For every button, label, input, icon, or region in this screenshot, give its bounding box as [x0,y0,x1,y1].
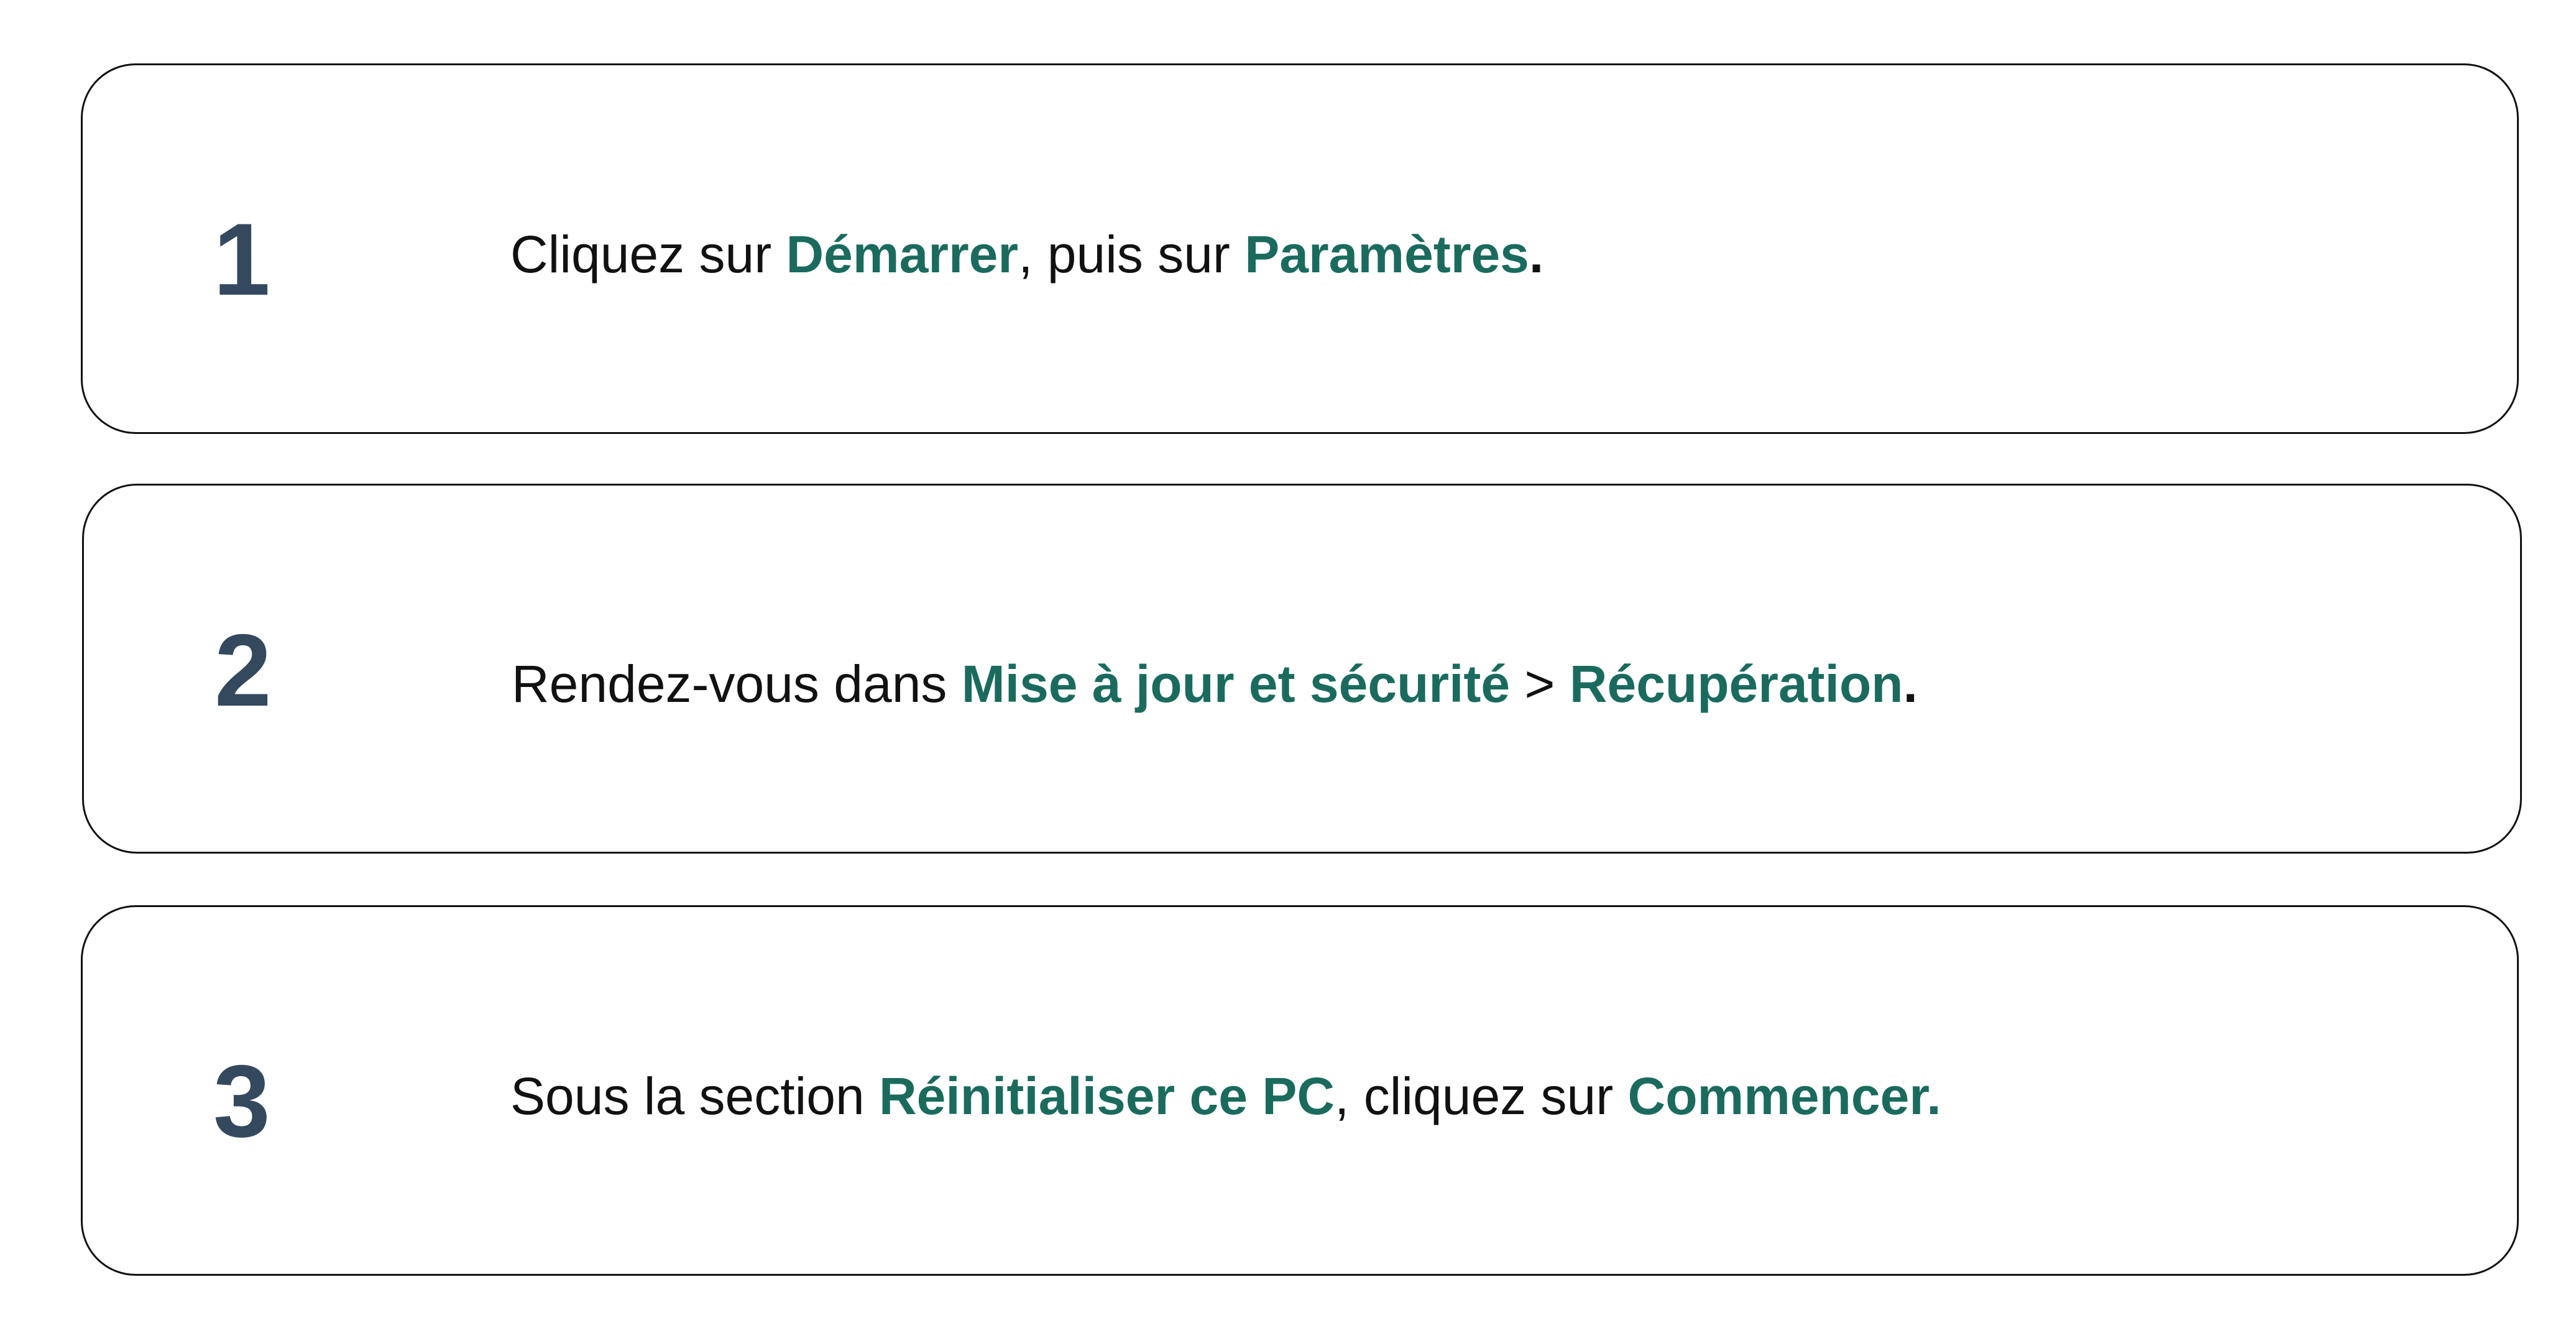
menu-path-settings: Paramètres [1244,225,1529,284]
action-get-started: Commencer. [1627,1067,1941,1125]
step-instruction: Sous la section Réinitialiser ce PC, cli… [510,1070,1941,1122]
step-card-3: 3 Sous la section Réinitialiser ce PC, c… [81,905,2519,1276]
step-instruction: Cliquez sur Démarrer, puis sur Paramètre… [510,228,1543,280]
section-reset-pc: Réinitialiser ce PC [879,1067,1335,1125]
instruction-text: Rendez-vous dans [512,655,962,713]
instruction-text: Cliquez sur [510,225,786,284]
step-instruction: Rendez-vous dans Mise à jour et sécurité… [512,658,1918,710]
instruction-period: . [1529,225,1544,284]
step-number: 1 [213,202,270,316]
instruction-text: , cliquez sur [1335,1067,1628,1125]
instruction-text: Sous la section [510,1067,880,1125]
step-number: 2 [214,613,272,727]
path-separator: > [1510,655,1570,713]
menu-path-start: Démarrer [786,225,1019,284]
menu-path-update-security: Mise à jour et sécurité [961,655,1511,713]
step-card-1: 1 Cliquez sur Démarrer, puis sur Paramèt… [81,63,2519,434]
instruction-text: , puis sur [1018,225,1245,284]
step-number: 3 [213,1044,270,1158]
step-card-2: 2 Rendez-vous dans Mise à jour et sécuri… [82,484,2522,854]
instruction-period: . [1903,655,1918,713]
menu-path-recovery: Récupération [1569,655,1903,713]
